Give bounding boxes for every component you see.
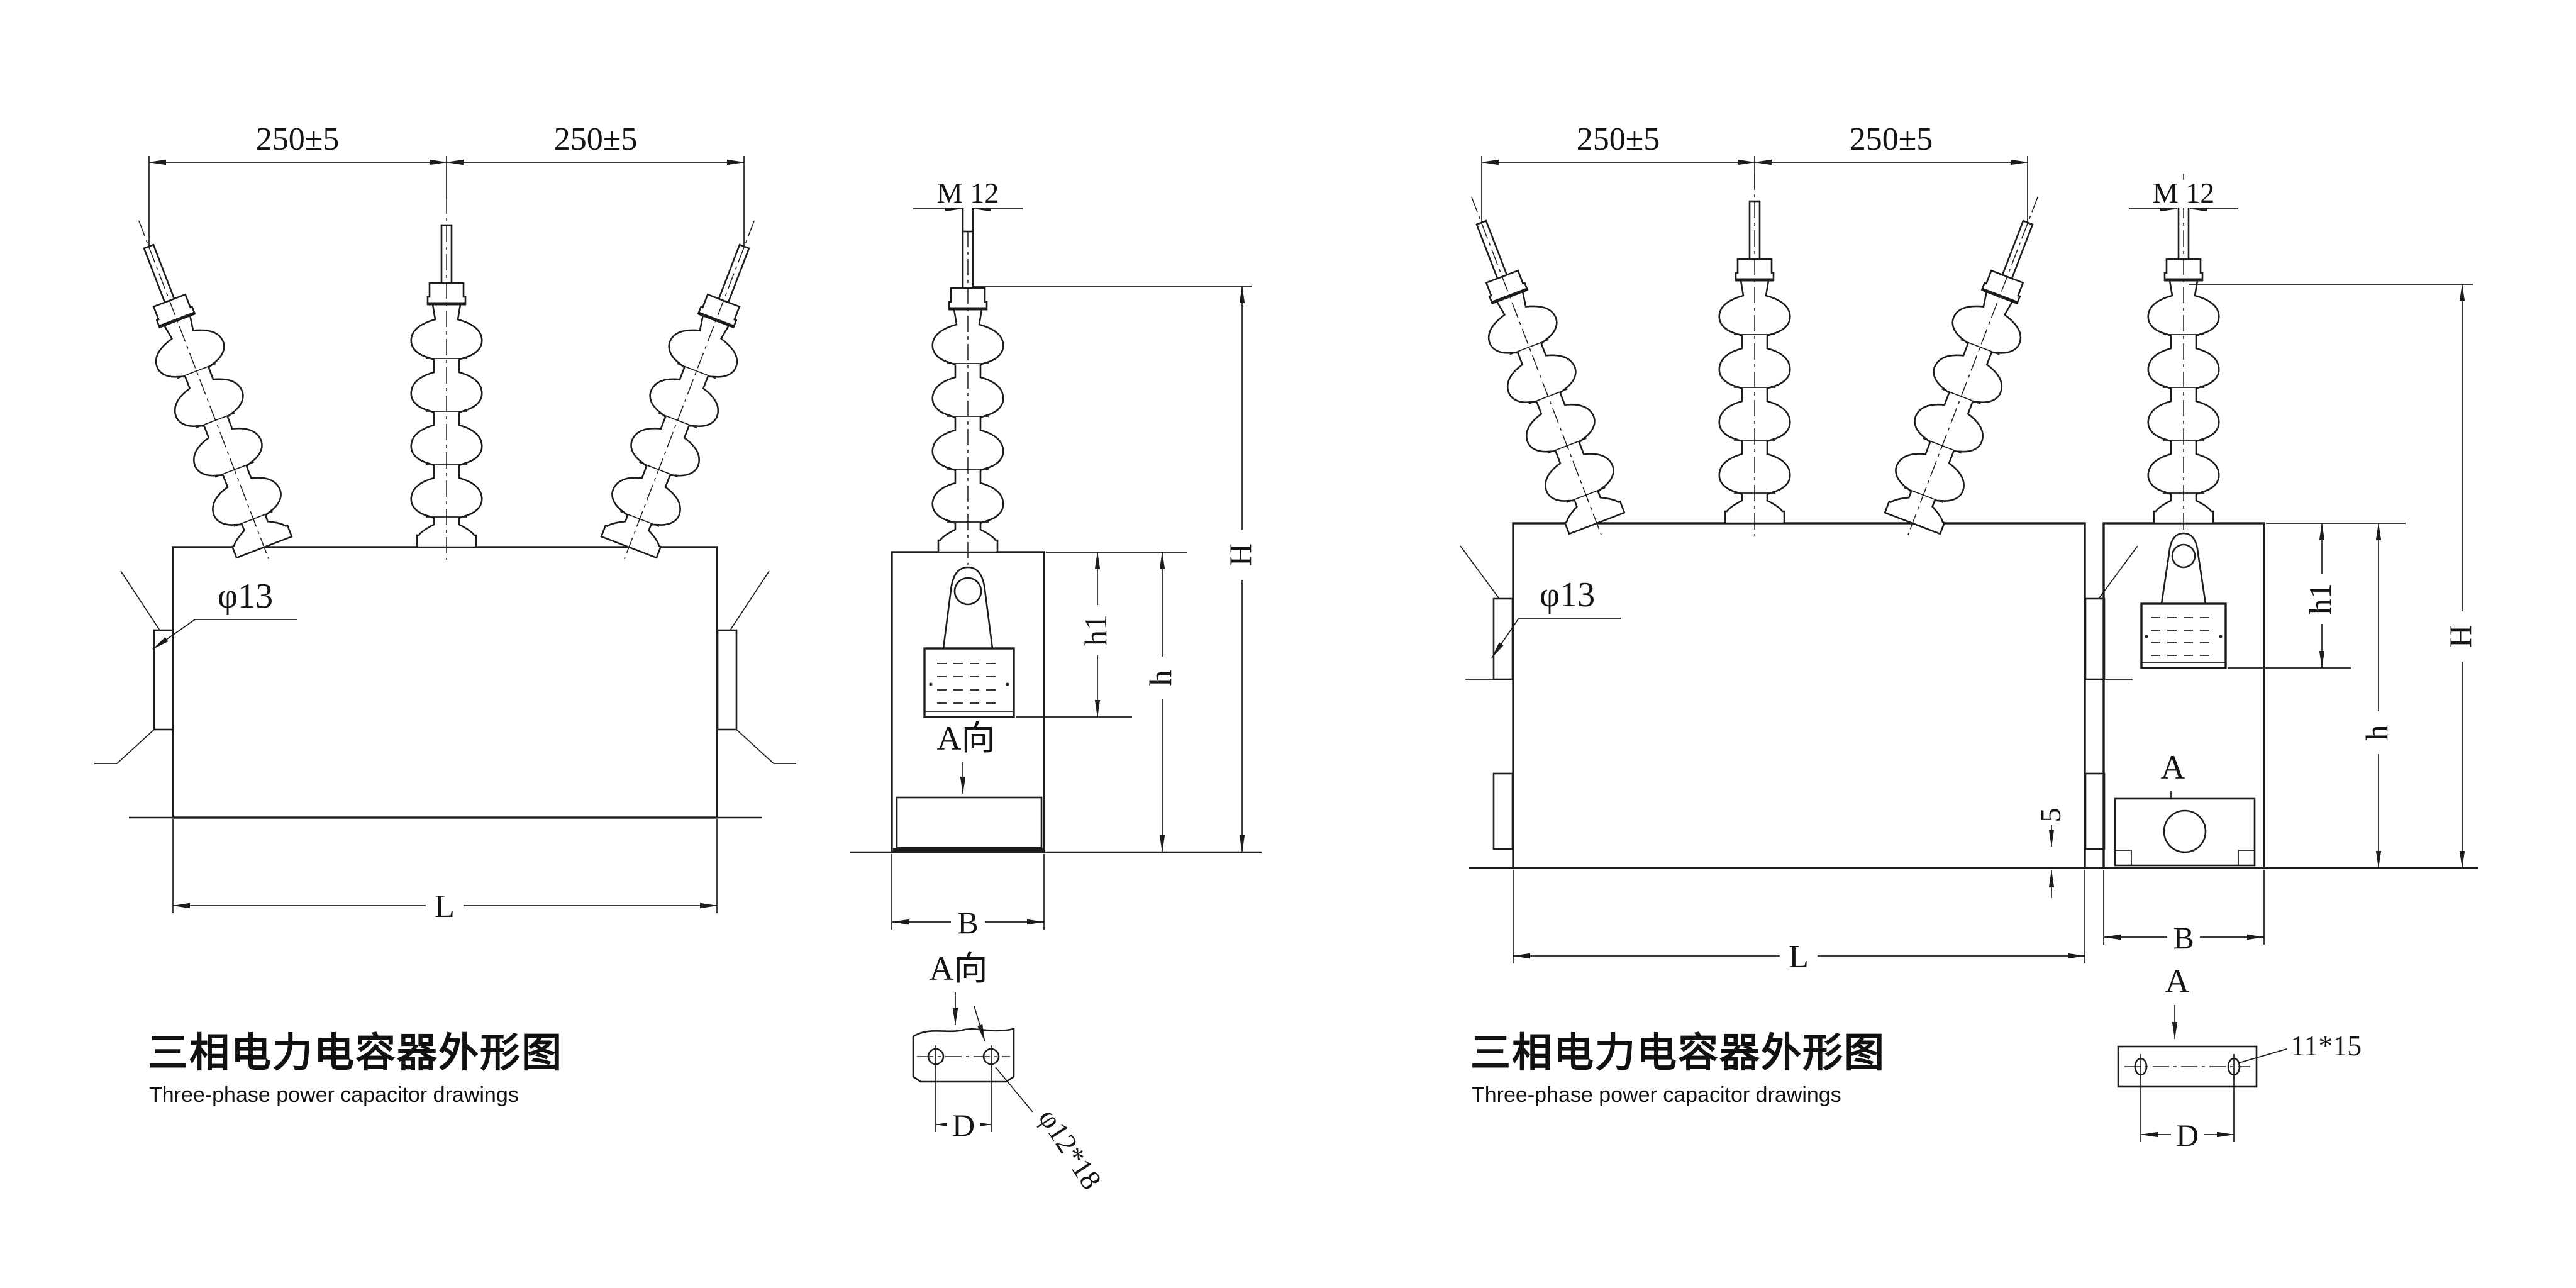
d2-foot-slot-left xyxy=(2134,1057,2148,1076)
d2-title-block: 三相电力电容器外形图 Three-phase power capacitor d… xyxy=(1470,1030,1885,1107)
d2-overall-height-dimension: H xyxy=(2189,284,2478,869)
d1-bottom-channel xyxy=(893,796,1043,852)
d2-bushing-left xyxy=(1438,184,1634,548)
d2-bottom-right-tab xyxy=(2084,772,2106,850)
d2-top-right-tab xyxy=(2084,545,2138,680)
d1-title-en: Three-phase power capacitor drawings xyxy=(149,1083,519,1107)
d2-side-view: M 12 A xyxy=(2064,174,2478,955)
d1-case-height-dimension: h xyxy=(1046,552,1187,853)
d2-detail-view-label: A xyxy=(2165,962,2190,1000)
d2-title-cn: 三相电力电容器外形图 xyxy=(1470,1030,1885,1075)
d2-case-height-dimension: h xyxy=(2266,523,2406,869)
d1-detail-view-label: A向 xyxy=(930,950,988,987)
d1-length-dimension: L xyxy=(172,819,718,924)
d1-foot-bracket xyxy=(912,1028,1015,1083)
d2-hole-pitch-label: D xyxy=(2176,1118,2199,1153)
d2-top-left-tab xyxy=(1460,545,1514,680)
d1-stud-dimension: M 12 xyxy=(913,177,1023,212)
d2-stud-dimension: M 12 xyxy=(2129,177,2238,212)
d2-bottom-bracket xyxy=(2114,797,2256,867)
d1-span-right-label: 250±5 xyxy=(554,121,638,157)
d1-width-label: B xyxy=(957,905,978,940)
d1-hole-pitch-label: D xyxy=(952,1108,975,1143)
d2-phi13-label: φ13 xyxy=(1540,575,1595,614)
d1-view-a-marker: A向 xyxy=(937,719,996,794)
d1-lug-hole xyxy=(953,577,982,606)
d2-lug-height-label: h1 xyxy=(2302,583,2338,614)
d2-nameplate xyxy=(2140,602,2227,669)
d1-bushing-center xyxy=(411,197,482,560)
d2-bottom-left-tab xyxy=(1492,772,1514,850)
d2-length-label: L xyxy=(1789,939,1809,975)
d1-case-height-label: h xyxy=(1143,670,1178,686)
d2-bracket-hole xyxy=(2163,809,2207,853)
d2-title-en: Three-phase power capacitor drawings xyxy=(1472,1083,1841,1107)
d1-hole-pitch-dimension: D xyxy=(935,1065,992,1143)
d1-phi13-label: φ13 xyxy=(218,577,273,616)
d1-side-bushing xyxy=(933,203,1004,565)
d2-view-a-label: A xyxy=(2161,748,2185,786)
d1-title-cn: 三相电力电容器外形图 xyxy=(148,1030,563,1075)
d1-right-tab xyxy=(716,570,796,764)
d2-hole-pitch-dimension: D xyxy=(2140,1075,2235,1153)
d1-length-label: L xyxy=(435,889,455,924)
d1-side-view: M 12 A向 xyxy=(850,177,1262,940)
d1-span-left-label: 250±5 xyxy=(256,121,340,157)
d2-width-dimension: B xyxy=(2103,870,2265,955)
d2-case-height-label: h xyxy=(2359,725,2394,741)
d2-view-a-marker: A xyxy=(2161,748,2185,826)
d1-left-tab xyxy=(94,570,174,764)
d2-bushing-right xyxy=(1875,184,2070,548)
d1-a-view-detail: A向 φ12*18 D xyxy=(912,950,1108,1196)
d2-stud-thread-label: M 12 xyxy=(2153,177,2214,209)
d2-foot-slot-right xyxy=(2227,1057,2241,1076)
d1-nameplate xyxy=(923,647,1015,718)
d1-lug-height-label: h1 xyxy=(1078,614,1113,646)
d1-lifting-lug xyxy=(942,566,994,650)
d1-title-block: 三相电力电容器外形图 Three-phase power capacitor d… xyxy=(148,1030,563,1107)
d1-front-view: φ13 250±5 250±5 L xyxy=(94,121,796,924)
d2-lug-hole xyxy=(2171,543,2196,569)
d1-span-dimension: 250±5 250±5 xyxy=(148,121,745,247)
d2-a-view-detail: A 11*15 D xyxy=(2117,962,2362,1153)
d1-foot-hole-right xyxy=(982,1048,1000,1065)
d1-stud-thread-label: M 12 xyxy=(937,177,999,209)
drawing2: 5 φ13 250±5 250±5 xyxy=(1438,121,2478,1153)
d1-phi13-callout: φ13 xyxy=(152,577,297,650)
d2-foot-gap-label: 5 xyxy=(2035,808,2067,823)
d2-lifting-lug xyxy=(2160,532,2207,605)
d1-overall-height-dimension: H xyxy=(974,286,1258,853)
d1-overall-height-label: H xyxy=(1223,543,1258,566)
d2-overall-height-label: H xyxy=(2443,625,2478,648)
d2-capacitor-case xyxy=(1512,522,2086,869)
d2-phi13-callout: φ13 xyxy=(1491,575,1621,658)
d2-span-left-label: 250±5 xyxy=(1577,121,1660,157)
d2-side-bushing xyxy=(2148,174,2219,536)
d2-foot-gap-dimension: 5 xyxy=(2035,808,2067,898)
d1-bushing-right xyxy=(591,208,787,572)
d2-span-right-label: 250±5 xyxy=(1850,121,1933,157)
drawing1: φ13 250±5 250±5 L xyxy=(94,121,1262,1195)
d1-width-dimension: B xyxy=(891,854,1045,940)
d2-front-view: 5 φ13 250±5 250±5 xyxy=(1438,121,2138,975)
d2-span-dimension: 250±5 250±5 xyxy=(1481,121,2028,223)
d2-lug-height-dimension: h1 xyxy=(2228,523,2351,669)
d1-bushing-left xyxy=(106,208,301,572)
d2-bushing-center xyxy=(1719,174,1790,536)
d2-slot-size-label: 11*15 xyxy=(2290,1030,2362,1062)
d1-hole-size-label: φ12*18 xyxy=(1033,1103,1108,1196)
d2-length-dimension: L xyxy=(1513,870,2085,975)
d1-view-a-label: A向 xyxy=(937,719,996,757)
d2-width-label: B xyxy=(2173,920,2194,955)
d1-foot-hole-left xyxy=(927,1048,945,1065)
d1-lug-height-dimension: h1 xyxy=(1016,552,1132,718)
